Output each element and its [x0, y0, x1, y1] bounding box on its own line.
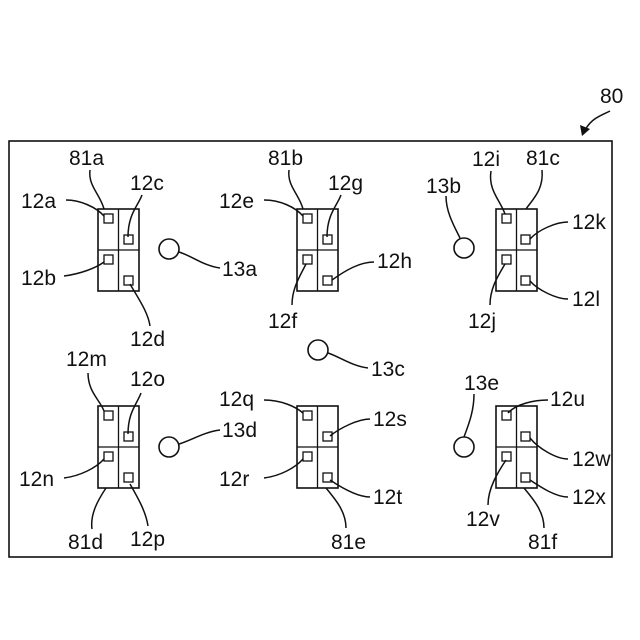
- frame-leader-arrowhead: [580, 125, 590, 136]
- label-12k: 12k: [572, 211, 606, 234]
- label-12i: 12i: [472, 148, 500, 171]
- element-12l: [521, 276, 530, 285]
- element-12x: [521, 473, 530, 482]
- element-12s: [323, 432, 332, 441]
- element-12n: [104, 452, 113, 461]
- sensor-13e-circle: [454, 437, 474, 457]
- label-12c: 12c: [130, 172, 164, 195]
- element-12k: [521, 235, 530, 244]
- element-12p: [124, 473, 133, 482]
- frame-label: 80: [600, 85, 623, 108]
- element-12q: [303, 411, 312, 420]
- element-12m: [104, 411, 113, 420]
- element-12r: [303, 452, 312, 461]
- element-12a: [104, 214, 113, 223]
- label-81a: 81a: [69, 147, 104, 170]
- label-12q: 12q: [219, 388, 254, 411]
- label-12w: 12w: [572, 448, 611, 471]
- label-13d: 13d: [222, 419, 257, 442]
- label-81c: 81c: [526, 147, 560, 170]
- element-12d: [124, 276, 133, 285]
- element-12j: [502, 255, 511, 264]
- element-12b: [104, 255, 113, 264]
- element-12w: [521, 432, 530, 441]
- sensor-13d-circle: [159, 437, 179, 457]
- label-12d: 12d: [130, 328, 165, 351]
- label-13e: 13e: [464, 372, 499, 395]
- element-12f: [303, 255, 312, 264]
- label-12x: 12x: [572, 486, 606, 509]
- label-12a: 12a: [21, 190, 56, 213]
- label-13c: 13c: [371, 358, 405, 381]
- label-81d: 81d: [68, 531, 103, 554]
- label-12o: 12o: [130, 368, 165, 391]
- label-81b: 81b: [268, 147, 303, 170]
- element-12i: [502, 214, 511, 223]
- label-12n: 12n: [19, 468, 54, 491]
- sensor-13b-circle: [454, 238, 474, 258]
- element-12e: [303, 214, 312, 223]
- label-12e: 12e: [219, 190, 254, 213]
- label-12r: 12r: [219, 468, 249, 491]
- label-12h: 12h: [377, 250, 412, 273]
- label-13a: 13a: [222, 258, 257, 281]
- label-81f: 81f: [528, 531, 557, 554]
- element-12v: [502, 452, 511, 461]
- label-12f: 12f: [268, 310, 297, 333]
- label-12t: 12t: [373, 486, 402, 509]
- label-12j: 12j: [468, 310, 496, 333]
- label-12b: 12b: [21, 267, 56, 290]
- label-12m: 12m: [66, 348, 107, 371]
- label-12u: 12u: [550, 388, 585, 411]
- label-13b: 13b: [426, 175, 461, 198]
- sensor-13c-circle: [308, 340, 328, 360]
- element-12h: [323, 276, 332, 285]
- label-81e: 81e: [331, 531, 366, 554]
- label-12v: 12v: [466, 508, 500, 531]
- label-12s: 12s: [373, 408, 407, 431]
- sensor-13a-circle: [159, 239, 179, 259]
- frame-leader: [585, 111, 610, 130]
- label-12l: 12l: [572, 288, 600, 311]
- label-12p: 12p: [130, 528, 165, 551]
- label-12g: 12g: [328, 172, 363, 195]
